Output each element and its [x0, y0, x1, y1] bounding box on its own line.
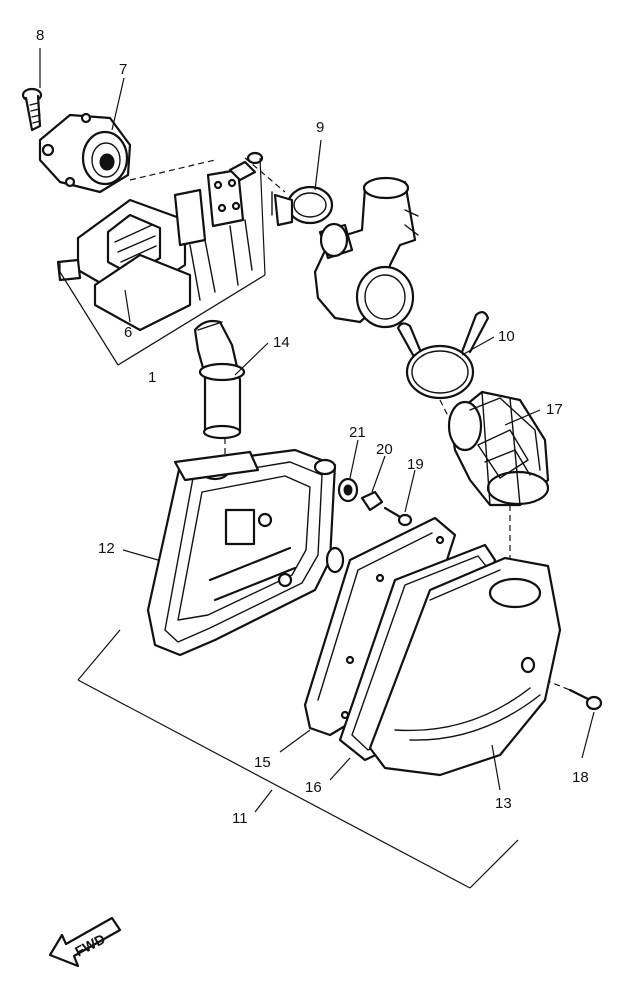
callout-12: 12	[98, 540, 115, 557]
callout-9: 9	[316, 119, 324, 136]
carburetor	[313, 176, 419, 329]
callout-8: 8	[36, 27, 44, 44]
intake-boot-part-17	[447, 390, 550, 507]
elbow-pipe-part-14	[193, 319, 246, 440]
callout-1: 1	[148, 369, 156, 386]
cover-part-13	[368, 556, 562, 777]
bolt-part-8	[21, 87, 43, 132]
callout-14: 14	[273, 334, 290, 351]
fwd-arrow-icon: FWD	[48, 916, 122, 968]
callout-10: 10	[498, 328, 515, 345]
screw-part-18	[568, 688, 603, 711]
manifold-part-7	[38, 112, 132, 194]
callout-leaders	[39, 48, 595, 813]
collar-part-20	[360, 490, 384, 512]
air-box-case-part-12	[146, 448, 345, 657]
reed-valve-assembly	[56, 151, 264, 332]
bracket-part-1	[59, 157, 266, 366]
clip-ring-part-10	[396, 311, 490, 400]
callout-17: 17	[546, 401, 563, 418]
callout-6: 6	[124, 324, 132, 341]
clamp-part-9	[271, 185, 334, 227]
callout-7: 7	[119, 61, 127, 78]
callout-13: 13	[495, 795, 512, 812]
screw-part-19	[383, 506, 413, 527]
callout-11: 11	[232, 810, 248, 827]
callout-16: 16	[305, 779, 322, 796]
grommet-part-21	[337, 477, 359, 503]
callout-19: 19	[407, 456, 424, 473]
callout-20: 20	[376, 441, 393, 458]
callout-15: 15	[254, 754, 271, 771]
callout-21: 21	[349, 424, 366, 441]
callout-18: 18	[572, 769, 589, 786]
bracket-part-11	[77, 629, 519, 889]
